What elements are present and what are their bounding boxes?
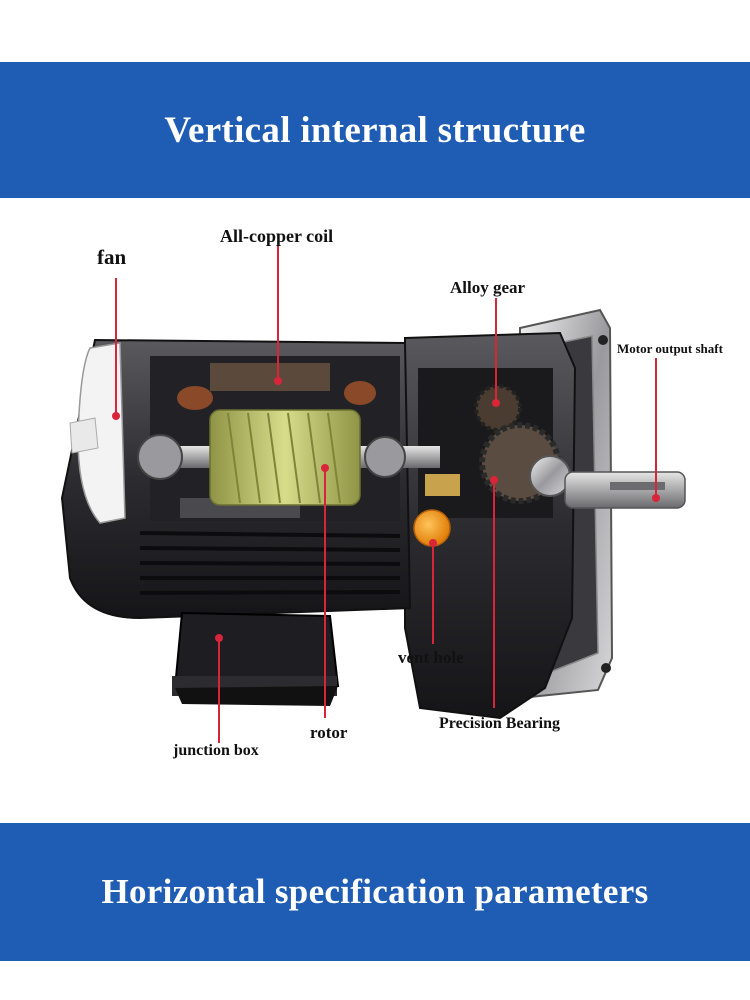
copper-coil-end xyxy=(344,381,376,405)
vent-leader-dot xyxy=(429,539,437,547)
footer-banner: Horizontal specification parameters xyxy=(0,823,750,961)
shaft-label: Motor output shaft xyxy=(617,341,723,356)
section-title: Horizontal specification parameters xyxy=(101,872,649,911)
header-banner: Vertical internal structure xyxy=(0,62,750,198)
gear-leader-dot xyxy=(492,399,500,407)
flange-bolt-hole xyxy=(601,663,611,673)
flange-bolt-hole xyxy=(598,335,608,345)
fan-tab xyxy=(69,417,99,454)
junction-box-lid xyxy=(175,686,338,706)
rear-bearing xyxy=(137,434,183,480)
fan-label: fan xyxy=(97,245,127,269)
cooling-fins xyxy=(139,531,401,595)
coil-label: All-copper coil xyxy=(220,226,334,246)
rotor-slots xyxy=(227,412,341,504)
shaft-keyway xyxy=(610,482,665,490)
bearing-leader-dot xyxy=(490,476,498,484)
shaft-leader-dot xyxy=(652,494,660,502)
page-title: Vertical internal structure xyxy=(164,109,586,151)
rotor-leader-dot xyxy=(321,464,329,472)
bearing-label: Precision Bearing xyxy=(439,715,561,732)
coil-leader-dot xyxy=(274,377,282,385)
junction-box-label: junction box xyxy=(173,742,259,759)
brass-coupling xyxy=(425,474,460,496)
rotor-core xyxy=(209,409,361,506)
vent-label: vent hole xyxy=(398,648,464,667)
precision-bearing xyxy=(529,455,571,497)
alloy-gear-small xyxy=(474,384,522,432)
fan-leader-dot xyxy=(112,412,120,420)
copper-coil-end xyxy=(177,386,213,410)
gear-label: Alloy gear xyxy=(450,278,526,297)
junction-box-leader-dot xyxy=(215,634,223,642)
motor-cutaway-diagram xyxy=(60,246,686,743)
rotor-label: rotor xyxy=(310,723,348,742)
front-bearing xyxy=(364,436,406,478)
copper-coil xyxy=(210,363,330,391)
